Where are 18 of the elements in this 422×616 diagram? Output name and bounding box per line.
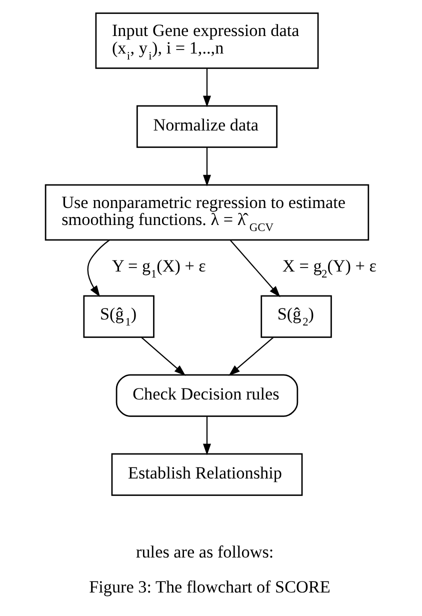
node-box: Check Decision rules xyxy=(116,374,298,417)
arrow xyxy=(202,68,211,108)
node-box: Establish Relationship xyxy=(111,453,303,496)
arrow xyxy=(230,240,280,298)
node-box: Use nonparametric regression to estimate smoothing functions. λ = λ̂$_{GCV}$ xyxy=(44,184,370,241)
edge-label: Y = g$_{1}$(X) + ε xyxy=(112,256,206,280)
node-box: Input Gene expression data (x$_{i}$, y$_{i}$), i = 1,..,n xyxy=(95,12,319,69)
label: rules are as follows: xyxy=(136,542,274,562)
arrow xyxy=(87,240,110,297)
arrow xyxy=(202,148,211,186)
node-box: Normalize data xyxy=(136,105,278,148)
edge-label: X = g$_{2}$(Y) + ε xyxy=(282,256,376,280)
caption: Figure 3: The flowchart of SCORE xyxy=(89,577,330,596)
arrow xyxy=(141,337,186,376)
arrow xyxy=(202,416,211,456)
arrow xyxy=(228,337,274,376)
node-box: S(ĝ$_{1}$) xyxy=(83,295,154,338)
node-box: S(ĝ$_{2}$) xyxy=(260,295,332,338)
